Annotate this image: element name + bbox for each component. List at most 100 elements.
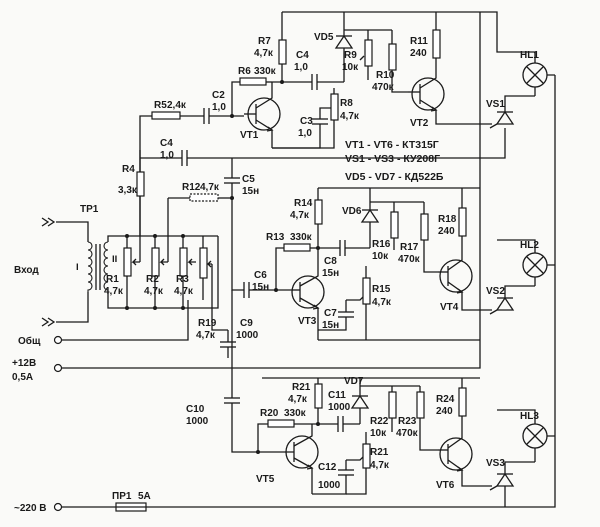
svg-text:330к: 330к [284, 408, 307, 419]
resistor-r16: R16 10к [372, 202, 399, 262]
svg-text:2,4к: 2,4к [167, 100, 187, 111]
svg-text:ТР1: ТР1 [80, 204, 99, 215]
thyristor-vs1: VS1 [486, 95, 535, 129]
svg-text:VD7: VD7 [344, 376, 364, 387]
svg-text:HL1: HL1 [520, 50, 539, 61]
svg-text:~220 В: ~220 В [14, 503, 47, 514]
svg-text:R10: R10 [376, 70, 395, 81]
svg-text:VS2: VS2 [486, 286, 505, 297]
capacitor-c4-upper: C4 1,0 [282, 50, 344, 90]
svg-text:15н: 15н [242, 186, 259, 197]
svg-text:R13: R13 [266, 232, 285, 243]
stage-3: C10 1000 R20 330к VT5 R21 4,7к [186, 290, 556, 508]
mains-terminal[interactable] [53, 502, 63, 512]
svg-text:470к: 470к [372, 82, 395, 93]
fuse-pr1: ПР1 5А [112, 491, 151, 512]
transistor-vt1: VT1 [240, 82, 281, 148]
capacitor-c8: C8 15н [318, 240, 370, 279]
svg-text:R15: R15 [372, 284, 391, 295]
resistor-r17: R17 470к [398, 202, 438, 273]
common-terminal[interactable] [53, 335, 63, 345]
resistor-r24: R24 240 [436, 378, 467, 436]
transformer-tr1: ТР1 I II [76, 204, 117, 292]
svg-text:240: 240 [410, 48, 427, 59]
svg-text:15н: 15н [252, 282, 269, 293]
svg-text:330к: 330к [290, 232, 313, 243]
resistor-r4: R4 3,3к [118, 150, 145, 236]
svg-text:470к: 470к [398, 254, 421, 265]
svg-text:R21: R21 [292, 382, 311, 393]
svg-text:VT6: VT6 [436, 480, 455, 491]
svg-text:R11: R11 [410, 36, 428, 47]
svg-text:R7: R7 [258, 36, 271, 47]
svg-text:Общ: Общ [18, 335, 41, 347]
svg-text:R5: R5 [154, 100, 167, 111]
resistor-r22: R22 10к [370, 386, 397, 439]
svg-text:15н: 15н [322, 268, 339, 279]
svg-text:1000: 1000 [236, 330, 259, 341]
svg-text:HL2: HL2 [520, 240, 539, 251]
svg-text:C10: C10 [186, 404, 205, 415]
svg-text:C9: C9 [240, 318, 253, 329]
resistor-r23: R23 470к [396, 386, 438, 451]
resistor-r18: R18 240 [438, 188, 467, 258]
svg-text:R8: R8 [340, 98, 353, 109]
svg-text:4,7к: 4,7к [144, 286, 164, 297]
resistor-r13: R13 330к [266, 232, 318, 290]
transistor-vt6: VT6 [436, 436, 492, 491]
svg-text:3,3к: 3,3к [118, 185, 138, 196]
svg-text:1000: 1000 [318, 480, 341, 491]
svg-text:470к: 470к [396, 428, 419, 439]
supply-12v-terminal[interactable] [53, 363, 63, 373]
svg-text:4,7к: 4,7к [200, 182, 220, 193]
resistor-r15: R15 4,7к [346, 266, 392, 340]
svg-text:4,7к: 4,7к [288, 394, 308, 405]
capacitor-c11: C11 1000 [318, 390, 360, 432]
resistor-r10: R10 470к [372, 30, 408, 93]
svg-text:4,7к: 4,7к [104, 286, 124, 297]
svg-text:R16: R16 [372, 239, 391, 250]
svg-text:C3: C3 [300, 116, 313, 127]
thyristor-vs3: VS3 [486, 458, 535, 507]
stage-2: R12 4,7к C5 15н C6 15н C9 1000 [168, 158, 555, 358]
resistor-r19: R19 4,7к [196, 236, 228, 341]
svg-text:VT3: VT3 [298, 316, 317, 327]
svg-text:C12: C12 [318, 462, 337, 473]
svg-text:4,7к: 4,7к [340, 111, 360, 122]
transistor-vt3: VT3 [291, 248, 325, 340]
svg-text:R22: R22 [370, 416, 389, 427]
input-arrow-bottom [41, 317, 56, 327]
note-transistors: VT1 - VT6 - КТ315Г [345, 139, 439, 151]
svg-text:1000: 1000 [186, 416, 209, 427]
capacitor-c10: C10 1000 [186, 290, 258, 453]
svg-text:VT4: VT4 [440, 302, 459, 313]
svg-text:240: 240 [436, 406, 453, 417]
capacitor-c3: C3 1,0 [272, 107, 332, 149]
svg-text:R23: R23 [398, 416, 417, 427]
svg-text:R1: R1 [106, 274, 119, 285]
diode-vd6: VD6 [342, 188, 380, 248]
stage-1: R4 3,3к R5 2,4к C2 1,0 C4 1,0 [118, 12, 555, 236]
input-label: Вход [14, 265, 39, 276]
svg-text:R6: R6 [238, 66, 251, 77]
svg-text:VD5: VD5 [314, 32, 334, 43]
svg-text:330к: 330к [254, 66, 277, 77]
svg-text:C5: C5 [242, 174, 255, 185]
note-thyristors: VS1 - VS3 - КУ208Г [345, 153, 440, 165]
svg-text:0,5А: 0,5А [12, 372, 33, 383]
resistor-r2: R2 4,7к [144, 198, 169, 308]
resistor-r3: R3 4,7к [174, 236, 196, 308]
lamp-hl1: HL1 [520, 50, 555, 96]
svg-text:VT5: VT5 [256, 474, 275, 485]
svg-text:ПР1: ПР1 [112, 491, 132, 502]
resistor-r8: R8 4,7к [272, 88, 360, 149]
svg-text:R3: R3 [176, 274, 189, 285]
input-section: Вход ТР1 I II R1 4,7к [14, 150, 228, 341]
svg-text:1,0: 1,0 [212, 102, 226, 113]
svg-text:1,0: 1,0 [294, 62, 308, 73]
note-diodes: VD5 - VD7 - КД522Б [345, 171, 444, 183]
transistor-vt4: VT4 [438, 258, 492, 313]
resistor-r9: R9 10к [342, 30, 373, 80]
